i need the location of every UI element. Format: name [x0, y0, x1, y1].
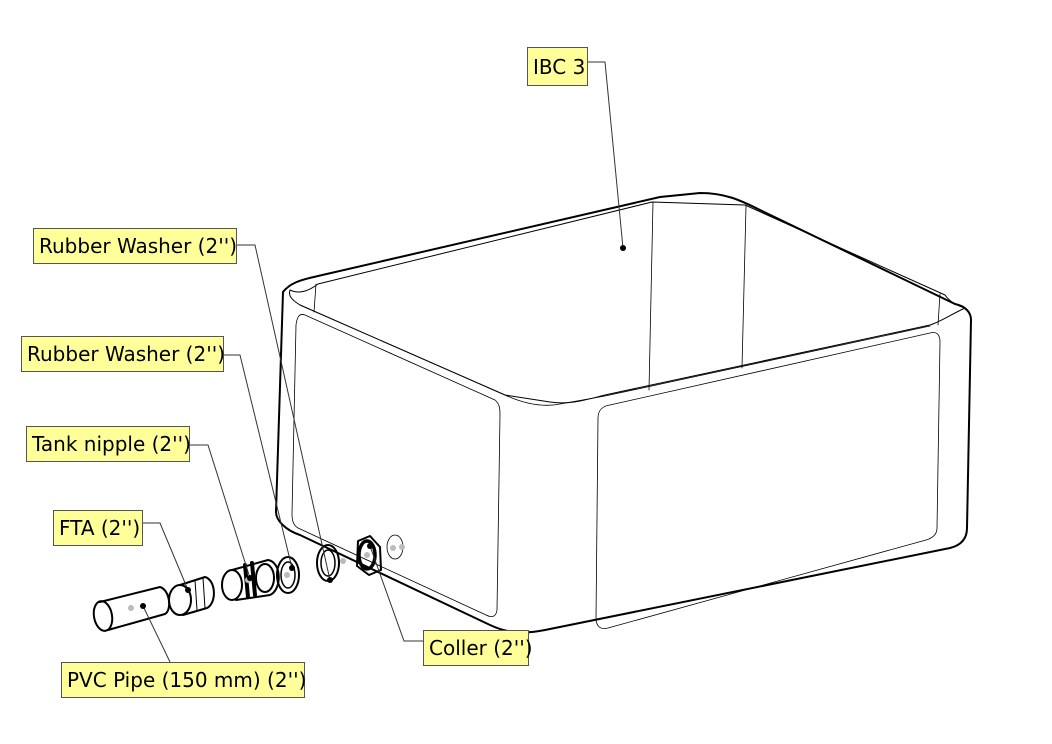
leader-lines — [142, 61, 624, 663]
coller-icon — [356, 535, 382, 576]
tank-outline — [275, 192, 972, 634]
left-panel — [291, 314, 501, 617]
label-rubber-washer-2: Rubber Washer (2'') — [21, 336, 225, 372]
label-pvc-pipe: PVC Pipe (150 mm) (2'') — [61, 662, 306, 698]
label-coller: Coller (2'') — [423, 630, 533, 666]
label-ibc: IBC 3 — [527, 47, 588, 86]
tank-rim — [289, 201, 966, 404]
label-fta: FTA (2'') — [53, 510, 143, 546]
fta-icon — [168, 576, 215, 616]
tank-nipple-icon — [221, 559, 280, 601]
label-tank-nipple: Tank nipple (2'') — [26, 426, 191, 462]
label-rubber-washer-1: Rubber Washer (2'') — [33, 228, 237, 264]
right-panel — [595, 332, 941, 629]
rubber-washer-2-icon — [276, 556, 300, 594]
